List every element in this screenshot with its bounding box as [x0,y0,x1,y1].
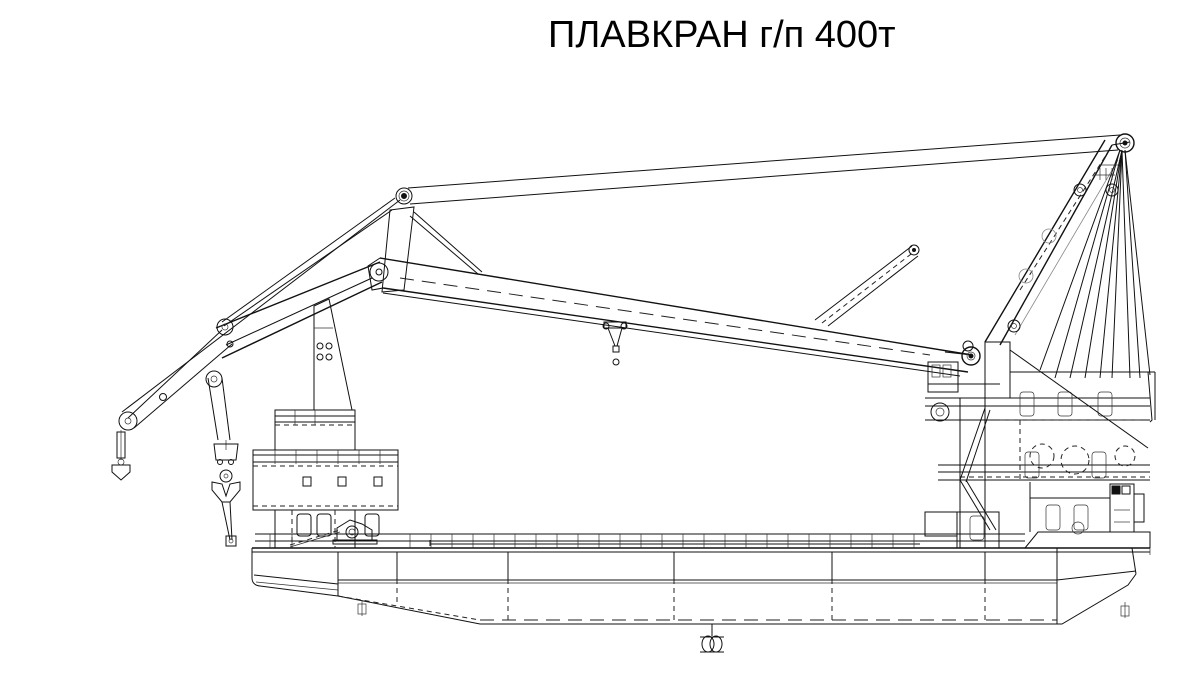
door [316,513,332,537]
anchor-winch [289,519,378,548]
hull [251,540,1151,653]
hook-block-main [211,440,241,547]
propeller-icon [700,624,724,653]
machinery-house [924,341,1156,549]
trolley-hook [602,321,628,366]
window [373,476,383,487]
mast-forward [313,298,353,411]
auxiliary-hook-jib [205,370,231,441]
window [337,476,347,487]
fly-jib [118,197,401,431]
window [302,476,312,487]
boom-strut [381,187,483,293]
main-boom [367,257,973,377]
deck-railing [255,531,1151,549]
door [296,513,312,537]
anchor-fitting-bow [357,600,367,616]
auxiliary-jib [814,244,920,327]
hook-block-auxiliary [111,430,131,481]
anchor-fitting-stern [1120,602,1130,618]
operator-cab [927,361,1000,393]
a-frame-tower [961,133,1151,379]
boom-pendants [407,134,1121,205]
superstructure-forward [252,298,399,548]
drawing-title: ПЛАВКРАН г/п 400т [548,14,896,56]
